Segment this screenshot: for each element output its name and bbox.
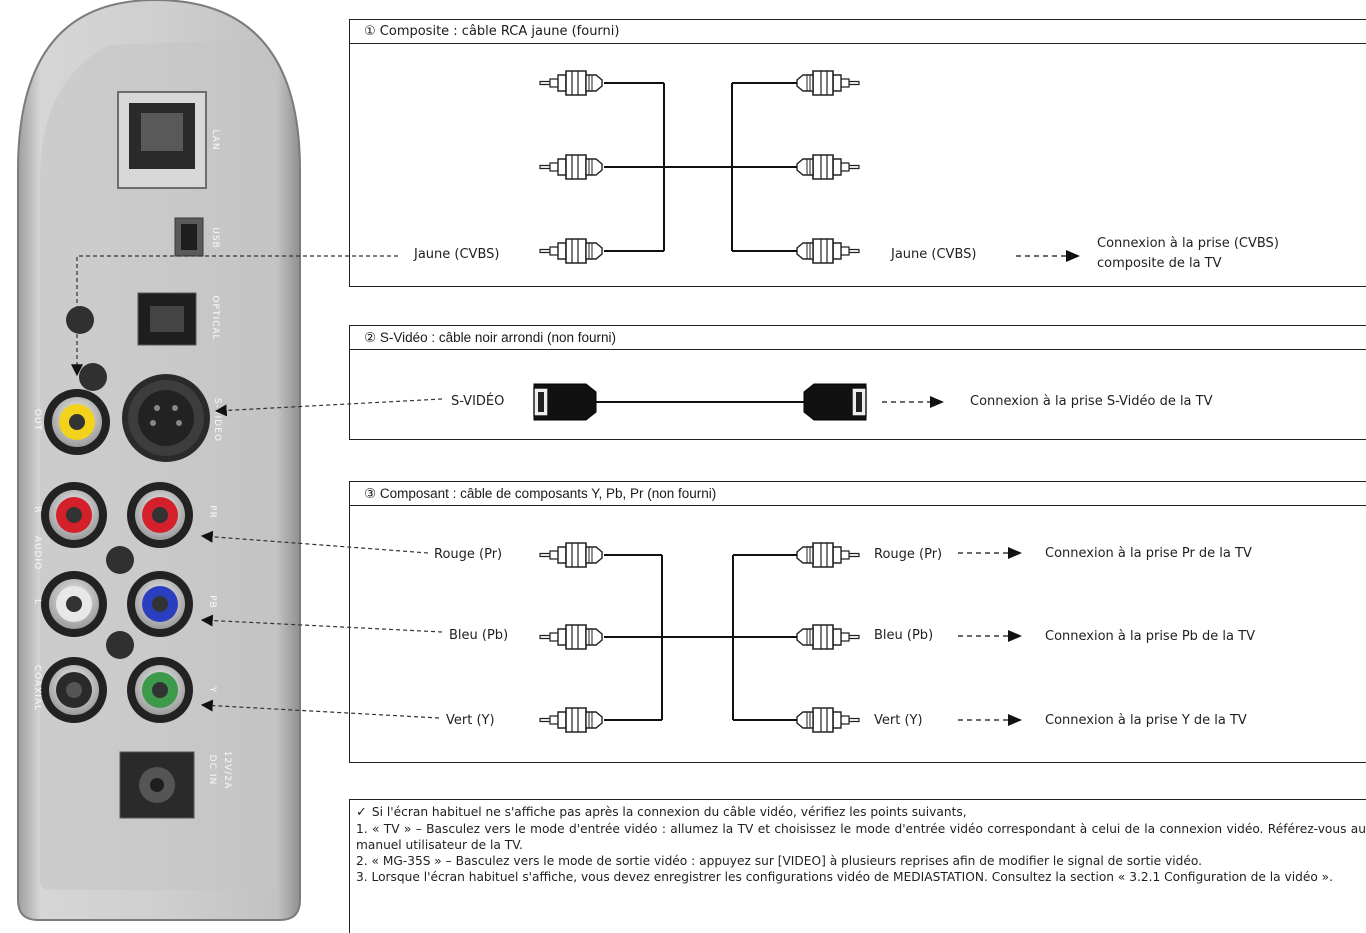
svideo-jack [122, 374, 210, 462]
device-port-label: LAN [210, 129, 220, 150]
device-port-label: OUT [32, 409, 42, 431]
pr-jack [127, 482, 193, 548]
svideo-title: ② S-Vidéo : câble noir arrondi (non four… [350, 326, 1366, 350]
component-left-label-pb: Bleu (Pb) [449, 628, 509, 643]
svideo-left-label: S-VIDÉO [451, 394, 505, 409]
device-port-label: DC IN [207, 755, 217, 785]
component-title: ③ Composant : câble de composants Y, Pb,… [350, 482, 1366, 506]
device-port-label: AUDIO [32, 536, 42, 570]
device-port-label: R [32, 506, 42, 513]
notes-line-0: Si l'écran habituel ne s'affiche pas apr… [371, 805, 967, 819]
audio-r-jack [41, 482, 107, 548]
svideo-box: ② S-Vidéo : câble noir arrondi (non four… [349, 325, 1366, 440]
device-port-label: OPTICAL [210, 295, 220, 340]
audio-l-jack [41, 571, 107, 637]
svideo-connection: Connexion à la prise S-Vidéo de la TV [970, 394, 1213, 409]
component-connection-pb: Connexion à la prise Pb de la TV [1045, 629, 1255, 644]
y-jack [127, 657, 193, 723]
notes-line-3: 3. Lorsque l'écran habituel s'affiche, v… [356, 870, 1333, 884]
check-icon: ✓ [356, 805, 367, 820]
device-port-label: USB [210, 227, 220, 248]
device-port-label: Y [207, 686, 217, 694]
component-connection-y: Connexion à la prise Y de la TV [1045, 713, 1247, 728]
pb-jack [127, 571, 193, 637]
component-left-label-pr: Rouge (Pr) [434, 547, 503, 562]
device-port-label: PR [207, 505, 217, 519]
coaxial-jack [41, 657, 107, 723]
lan-port [117, 91, 207, 189]
composite-left-label: Jaune (CVBS) [414, 247, 500, 262]
component-right-label-pr: Rouge (Pr) [874, 547, 943, 562]
optical-port [137, 292, 197, 346]
composite-connection-line1: Connexion à la prise (CVBS) [1097, 236, 1279, 251]
device-port-label: COAXIAL [32, 665, 42, 711]
composite-right-label: Jaune (CVBS) [891, 247, 977, 262]
device-port-label: L [32, 599, 42, 605]
component-left-label-y: Vert (Y) [446, 713, 495, 728]
notes-line-2: 2. « MG-35S » – Basculez vers le mode de… [356, 854, 1202, 868]
dc-in-jack [119, 751, 195, 819]
component-right-label-pb: Bleu (Pb) [874, 628, 934, 643]
device-back-panel: LAN USB OPTICAL OUT S-VIDEO R AUDIO L PR PB Y COAXI… [17, 0, 301, 921]
composite-title: ① Composite : câble RCA jaune (fourni) [350, 20, 1366, 44]
device-port-label: PB [207, 595, 217, 609]
composite-out-jack [44, 389, 110, 455]
troubleshooting-notes: ✓ Si l'écran habituel ne s'affiche pas ap… [349, 799, 1366, 933]
notes-intro: ✓ Si l'écran habituel ne s'affiche pas ap… [356, 804, 1366, 821]
composite-connection-line2: composite de la TV [1097, 256, 1222, 271]
device-port-label: S-VIDEO [212, 398, 222, 442]
notes-line-1: 1. « TV » – Basculez vers le mode d'entr… [356, 822, 1366, 852]
usb-port [174, 217, 204, 257]
component-connection-pr: Connexion à la prise Pr de la TV [1045, 546, 1252, 561]
device-port-label: 12V/2A [222, 751, 232, 790]
component-right-label-y: Vert (Y) [874, 713, 923, 728]
